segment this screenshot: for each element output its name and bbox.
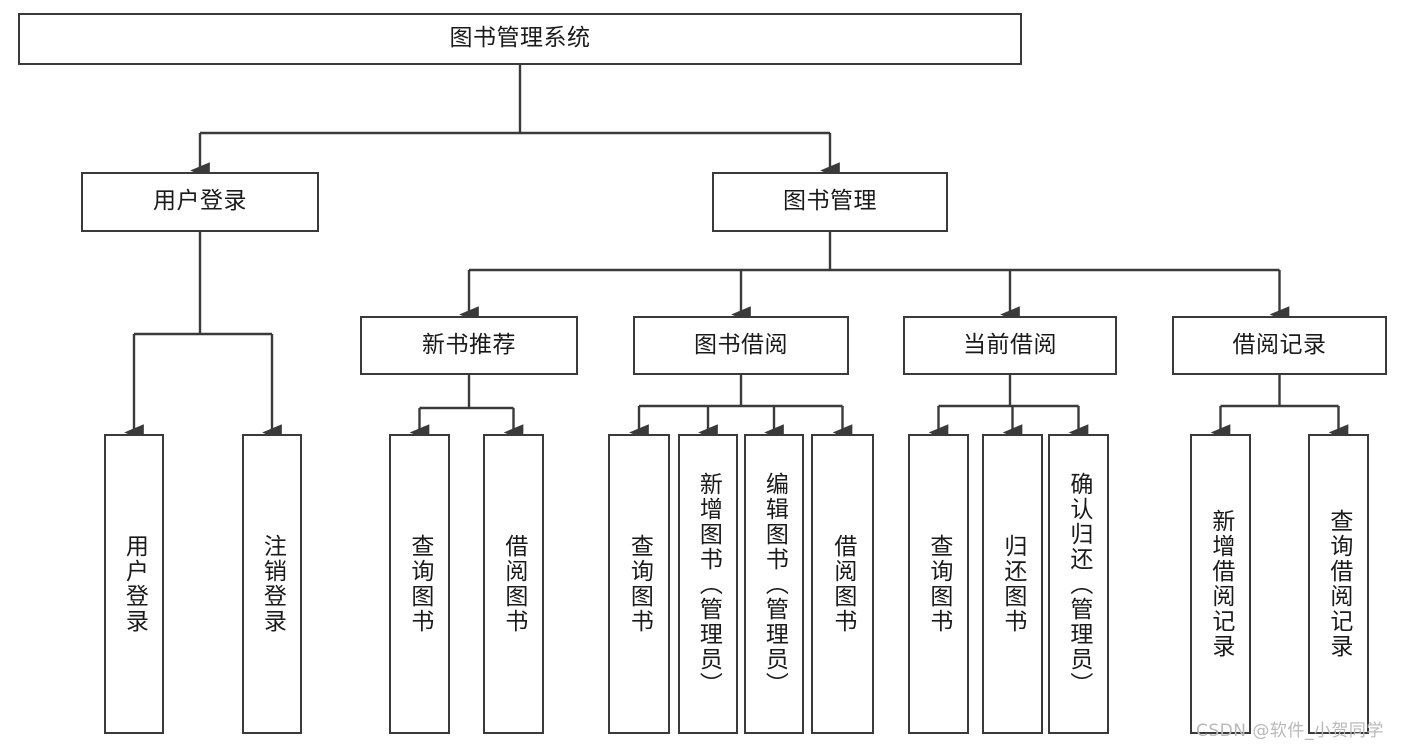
node-leaf-query-book-3[interactable]: 查询图书 bbox=[908, 434, 969, 734]
node-leaf-query-book-2[interactable]: 查询图书 bbox=[608, 434, 670, 734]
node-leaf-edit-book[interactable]: 编辑图书（管理员） bbox=[744, 434, 804, 734]
watermark: CSDN @软件_小贺同学 bbox=[1196, 721, 1384, 741]
node-label: 查询借阅记录 bbox=[1325, 509, 1352, 659]
node-label: 查询图书 bbox=[406, 534, 433, 634]
node-label: 编辑图书（管理员） bbox=[761, 471, 788, 697]
node-borrow-record[interactable]: 借阅记录 bbox=[1172, 316, 1387, 375]
node-user-login[interactable]: 用户登录 bbox=[81, 172, 319, 232]
node-label: 新增借阅记录 bbox=[1207, 509, 1234, 659]
node-label: 当前借阅 bbox=[963, 331, 1057, 358]
node-leaf-query-record[interactable]: 查询借阅记录 bbox=[1308, 434, 1369, 734]
node-label: 借阅记录 bbox=[1232, 331, 1327, 358]
node-label: 用户登录 bbox=[153, 188, 247, 215]
node-label: 查询图书 bbox=[925, 534, 952, 634]
node-leaf-return-book[interactable]: 归还图书 bbox=[982, 434, 1043, 734]
node-current-borrow[interactable]: 当前借阅 bbox=[903, 316, 1117, 375]
node-label: 新书推荐 bbox=[422, 331, 516, 358]
node-new-book-rec[interactable]: 新书推荐 bbox=[360, 316, 578, 375]
node-label: 归还图书 bbox=[999, 534, 1026, 634]
node-label: 注销登录 bbox=[259, 534, 286, 634]
node-root[interactable]: 图书管理系统 bbox=[18, 13, 1022, 65]
node-leaf-borrow-book-2[interactable]: 借阅图书 bbox=[811, 434, 874, 734]
node-leaf-confirm-return[interactable]: 确认归还（管理员） bbox=[1048, 434, 1109, 734]
node-label: 查询图书 bbox=[626, 534, 653, 634]
node-label: 图书借阅 bbox=[694, 331, 788, 358]
node-label: 用户登录 bbox=[121, 534, 148, 634]
node-leaf-query-book-1[interactable]: 查询图书 bbox=[389, 434, 450, 734]
node-label: 新增图书（管理员） bbox=[695, 471, 722, 697]
node-label: 借阅图书 bbox=[500, 534, 527, 634]
node-leaf-add-record[interactable]: 新增借阅记录 bbox=[1190, 434, 1251, 734]
node-leaf-borrow-book-1[interactable]: 借阅图书 bbox=[483, 434, 544, 734]
node-leaf-add-book[interactable]: 新增图书（管理员） bbox=[678, 434, 738, 734]
node-label: 图书管理系统 bbox=[449, 25, 591, 52]
edge-group bbox=[124, 65, 1349, 441]
node-label: 借阅图书 bbox=[829, 534, 856, 634]
node-leaf-user-login[interactable]: 用户登录 bbox=[104, 434, 164, 734]
node-book-manage[interactable]: 图书管理 bbox=[712, 172, 948, 232]
node-label: 图书管理 bbox=[783, 188, 877, 215]
node-book-borrow[interactable]: 图书借阅 bbox=[633, 316, 849, 375]
node-leaf-user-logout[interactable]: 注销登录 bbox=[242, 434, 302, 734]
node-label: 确认归还（管理员） bbox=[1065, 471, 1092, 697]
